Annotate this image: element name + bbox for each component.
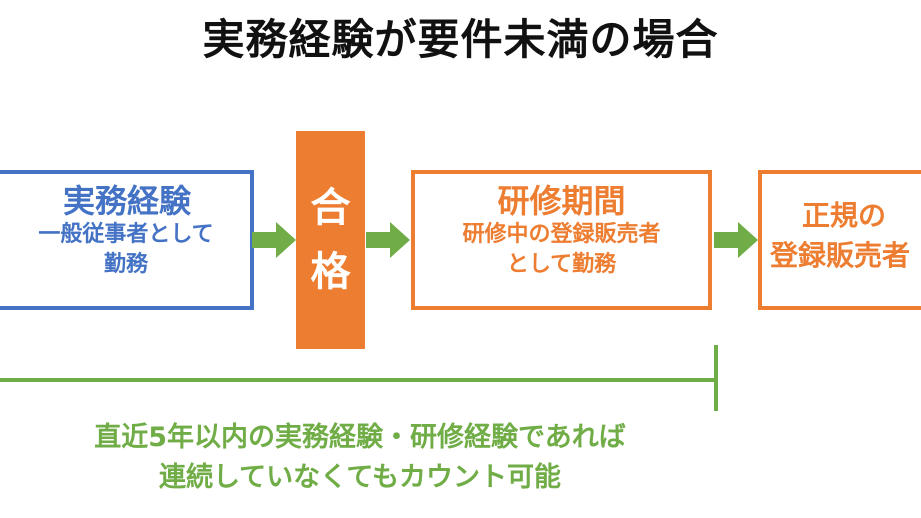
step-registered-seller-line-1: 登録販売者	[770, 239, 911, 272]
arrow-right-icon	[252, 222, 296, 258]
note-line-1: 直近5年以内の実務経験・研修経験であれば	[94, 422, 626, 453]
step-training-period-line-2: として勤務	[506, 252, 617, 277]
step-training-period: 研修期間 研修中の登録販売者 として勤務	[411, 170, 712, 310]
step-work-experience: 実務経験 一般従事者として 勤務	[0, 170, 254, 310]
step-work-experience-heading: 実務経験	[62, 182, 191, 220]
arrow-right-icon	[714, 222, 758, 258]
page-title: 実務経験が要件未満の場合	[202, 15, 719, 64]
note-line-2: 連続していなくてもカウント可能	[158, 462, 562, 493]
pass-char-2: 格	[310, 249, 351, 295]
step-training-period-line-1: 研修中の登録販売者	[462, 222, 661, 247]
arrow-right-icon	[366, 222, 410, 258]
step-training-period-heading: 研修期間	[497, 182, 626, 220]
step-registered-seller: 正規の 登録販売者	[758, 170, 921, 310]
period-bracket	[0, 345, 718, 411]
pass-block: 合 格	[296, 131, 365, 349]
note-text: 直近5年以内の実務経験・研修経験であれば 連続していなくてもカウント可能	[0, 418, 720, 498]
step-work-experience-line-2: 勤務	[103, 252, 148, 277]
step-registered-seller-heading: 正規の	[802, 199, 887, 232]
step-work-experience-line-1: 一般従事者として	[38, 222, 214, 247]
pass-char-1: 合	[310, 185, 351, 231]
